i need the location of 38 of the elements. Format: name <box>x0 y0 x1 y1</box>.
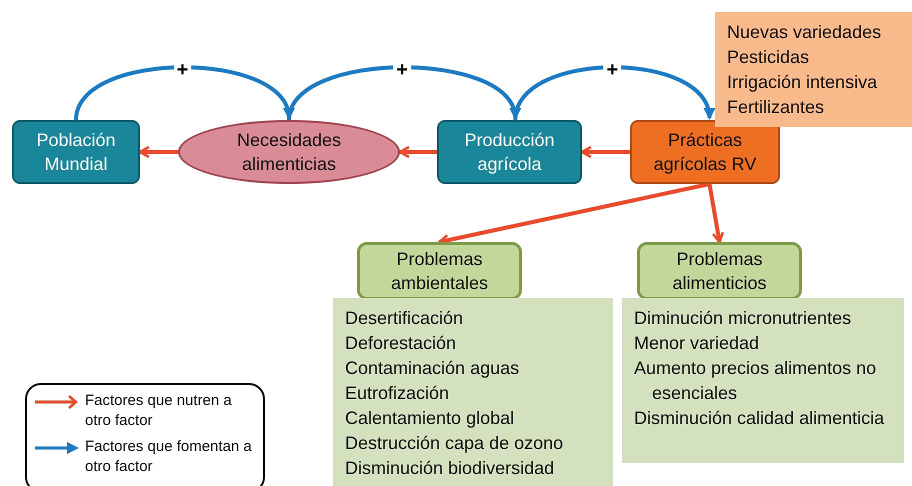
list-item: Irrigación intensiva <box>727 71 878 94</box>
category-box <box>357 242 522 300</box>
node-label: Problemas alimenticios <box>671 248 768 295</box>
node-label: Población Mundial <box>35 129 117 176</box>
list-item: Pesticidas <box>727 46 810 69</box>
list-item: Desertificación <box>345 307 464 330</box>
list-item: Menor variedad <box>634 332 760 355</box>
list-item: Diminución micronutrientes <box>634 307 852 330</box>
arrow <box>287 65 518 121</box>
legend-label: Factores que fomentan a otro factor <box>85 437 253 477</box>
arrow <box>398 146 437 158</box>
list-item: Deforestación <box>345 332 456 355</box>
arrow <box>708 184 724 244</box>
node-label: Prácticas agrícolas RV <box>652 129 758 176</box>
list-item: Disminución biodiversidad <box>345 457 554 480</box>
arrow <box>580 146 630 158</box>
category-box <box>637 242 802 300</box>
node-label: Problemas ambientales <box>390 248 490 295</box>
legend-label: Factores que nutren a otro factor <box>85 391 233 431</box>
arrow <box>74 65 292 120</box>
list-item: Aumento precios alimentos no esenciales <box>634 357 878 405</box>
list-panel <box>622 298 904 463</box>
arrow <box>138 146 178 158</box>
node-label: Producción agrícola <box>463 129 556 176</box>
list-item: Contaminación aguas <box>345 357 520 380</box>
list-item: Eutrofización <box>345 382 450 405</box>
node-label: Necesidades alimenticias <box>236 129 342 176</box>
process-box <box>12 120 140 184</box>
process-box <box>630 120 780 184</box>
arrow <box>513 65 713 120</box>
list-panel <box>333 298 613 486</box>
list-item: Fertilizantes <box>727 96 824 119</box>
list-item: Disminución calidad alimenticia <box>634 407 884 430</box>
list-item: Calentamiento global <box>345 407 514 430</box>
list-panel <box>715 12 912 127</box>
list-item: Nuevas variedades <box>727 21 882 44</box>
list-item: Destrucción capa de ozono <box>345 432 564 455</box>
process-box <box>437 120 582 184</box>
